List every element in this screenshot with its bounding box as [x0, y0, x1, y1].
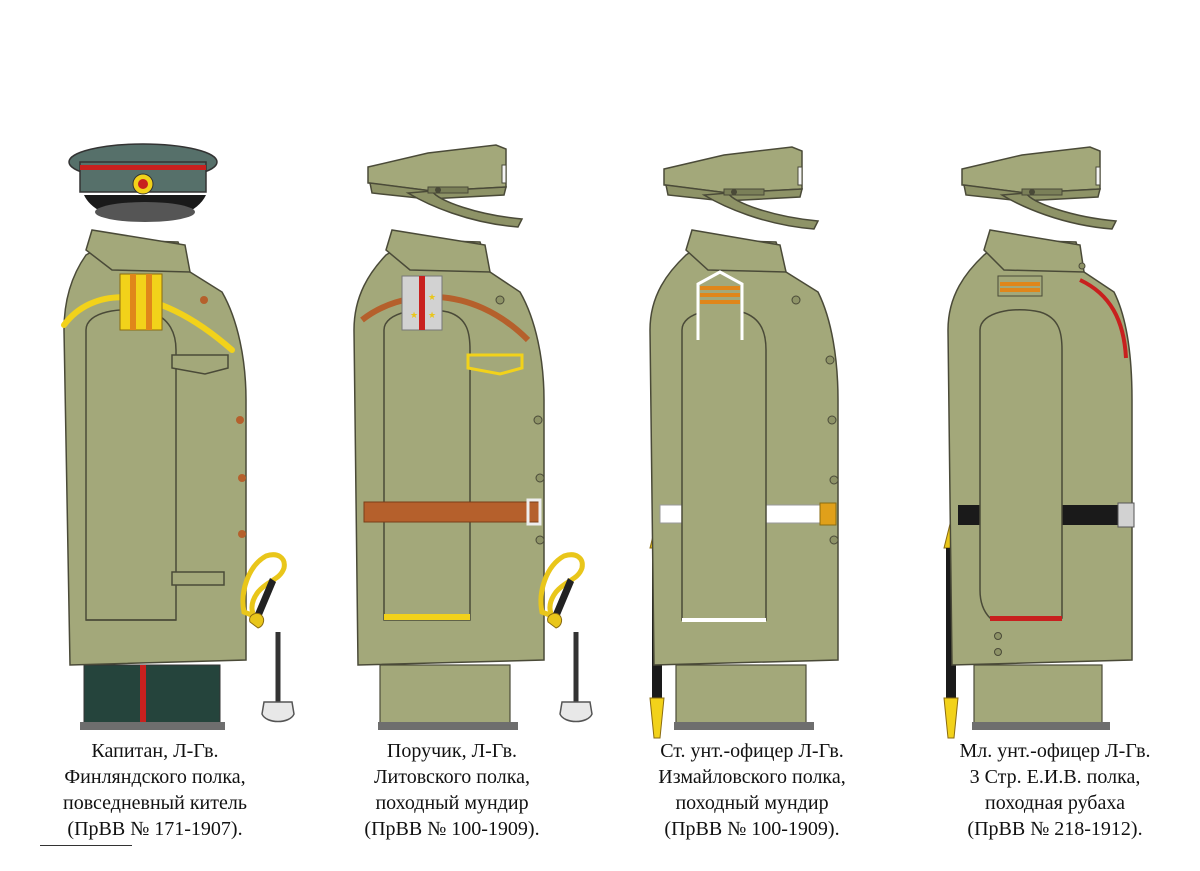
figure-junior-nco-3rifles: [943, 146, 1135, 739]
caption-line: (ПрВВ № 100-1909).: [664, 818, 840, 840]
figure-senior-nco-izmailovsky: [649, 146, 839, 739]
caption-line: походный мундир: [375, 792, 529, 814]
caption-line: походная рубаха: [985, 792, 1125, 814]
side-cap: [367, 144, 523, 228]
caption-line: (ПрВВ № 171-1907).: [67, 818, 243, 840]
caption-line: Финляндского полка,: [64, 766, 246, 788]
caption-senior-nco-izmailovsky: Ст. унт.-офицер Л-Гв. Измайловского полк…: [612, 738, 892, 842]
figure-lieutenant-lithuania: ★ ★ ★: [353, 144, 592, 730]
caption-line: (ПрВВ № 100-1909).: [364, 818, 540, 840]
side-cap: [663, 146, 819, 230]
side-cap: [961, 146, 1117, 230]
caption-line: повседневный китель: [63, 792, 247, 814]
svg-text:★: ★: [428, 293, 436, 303]
caption-line: Капитан, Л-Гв.: [91, 740, 219, 762]
caption-line: Ст. унт.-офицер Л-Гв.: [660, 740, 844, 762]
peaked-cap: [68, 143, 218, 222]
caption-line: 3 Стр. Е.И.В. полка,: [969, 766, 1141, 788]
caption-line: Литовского полка,: [373, 766, 531, 788]
caption-junior-nco-3rifles: Мл. унт.-офицер Л-Гв. 3 Стр. Е.И.В. полк…: [915, 738, 1195, 842]
caption-line: Поручик, Л-Гв.: [386, 740, 518, 762]
caption-lieutenant-lithuania: Поручик, Л-Гв. Литовского полка, походны…: [312, 738, 592, 842]
caption-captain-finland: Капитан, Л-Гв. Финляндского полка, повсе…: [15, 738, 295, 842]
caption-line: Измайловского полка,: [658, 766, 846, 788]
figure-captain-finland: [61, 143, 294, 730]
caption-line: (ПрВВ № 218-1912).: [967, 818, 1143, 840]
caption-line: Мл. унт.-офицер Л-Гв.: [959, 740, 1151, 762]
svg-text:★: ★: [410, 311, 418, 321]
svg-text:★: ★: [428, 311, 436, 321]
caption-underline: [40, 845, 132, 846]
caption-line: походный мундир: [675, 792, 829, 814]
